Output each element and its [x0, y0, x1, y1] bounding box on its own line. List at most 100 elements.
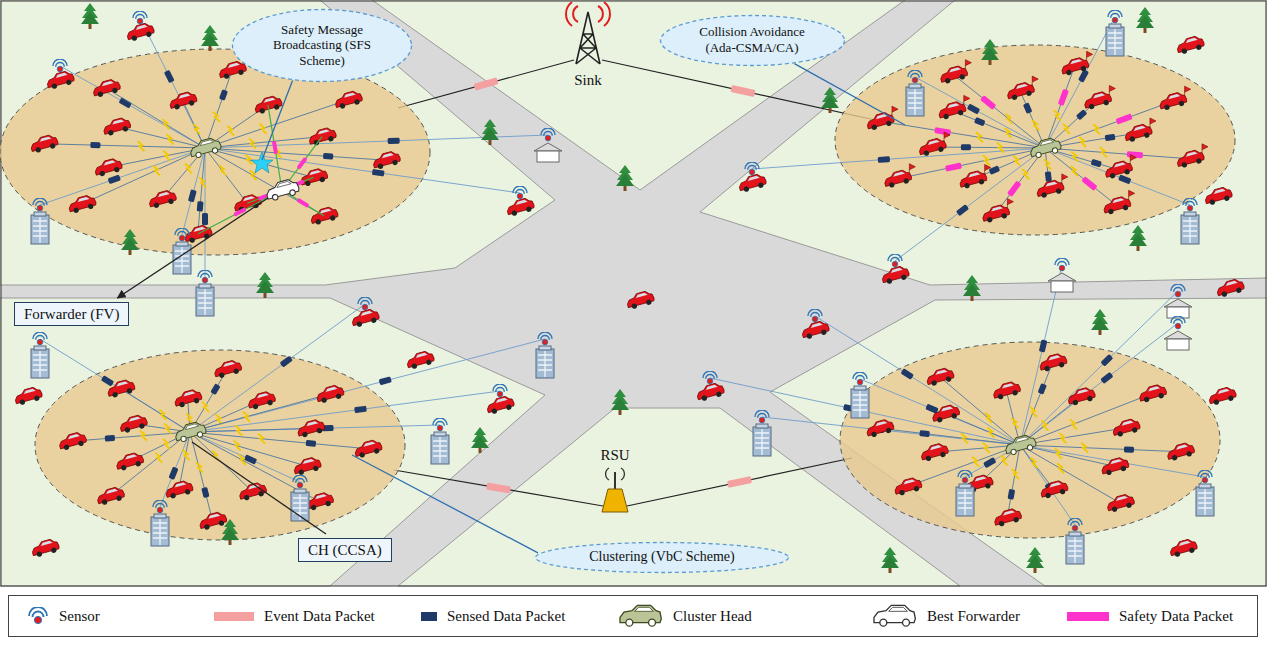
vehicle: [173, 388, 203, 409]
sensed-data-packet: [1105, 134, 1116, 142]
wireless-link: [945, 414, 1020, 445]
wireless-bolt: [196, 463, 203, 473]
callout-shape: [233, 9, 412, 81]
sensor-icon: [808, 309, 822, 322]
building-icon: [196, 284, 214, 316]
sensor-icon: [53, 59, 67, 72]
sensor-icon: [513, 186, 527, 199]
sensed-data-packet: [961, 144, 971, 150]
sensed-data-packet: [925, 404, 938, 414]
vehicle: [1104, 159, 1134, 180]
vehicle: [919, 442, 949, 463]
wireless-link: [198, 148, 205, 234]
building-icon: [31, 346, 49, 378]
warning-flag: [985, 165, 991, 174]
vehicle: [737, 173, 767, 194]
vehicle: [917, 137, 947, 158]
cluster-region: [0, 49, 430, 255]
sensed-data-packet: [244, 454, 257, 464]
tree-icon: [221, 519, 239, 545]
wireless-link: [995, 148, 1045, 214]
vehicle: [865, 418, 895, 439]
sensed-data-packet: [323, 153, 333, 160]
safety-data-packet: [272, 141, 278, 154]
legend-text: Cluster Head: [673, 608, 752, 625]
vehicle: [925, 366, 955, 387]
legend-text: Safety Data Packet: [1119, 608, 1233, 625]
wireless-bolt: [1013, 156, 1020, 166]
callout-leader: [794, 64, 905, 125]
building-icon: [1196, 484, 1214, 516]
sensed-data-packet: [1124, 446, 1134, 452]
tree-icon: [201, 25, 219, 51]
wireless-link: [1007, 445, 1020, 518]
wireless-link: [1020, 362, 1053, 445]
safety-data-packet: [297, 157, 308, 170]
vehicle: [253, 94, 283, 115]
wireless-link: [108, 148, 205, 167]
vehicle: [296, 418, 326, 439]
sensed-data-packet: [974, 117, 986, 126]
vehicle: [992, 380, 1022, 401]
label-box: Forwarder (FV): [14, 302, 129, 326]
sensor-icon: [1108, 10, 1122, 23]
tower-lattice: [576, 12, 600, 64]
sensed-data-packet: [306, 440, 317, 447]
wireless-link: [190, 432, 213, 521]
wireless-bolt: [258, 434, 265, 444]
sensed-data-packet: [919, 430, 930, 437]
wireless-link: [1045, 66, 1075, 148]
vehicle: [931, 403, 961, 424]
road-surface: [0, 0, 1267, 586]
wireless-bolt: [1030, 458, 1037, 468]
sensed-data-packet: [197, 201, 204, 211]
sensor-icon: [541, 128, 555, 141]
warning-flag: [1150, 118, 1156, 127]
broadcast-link: [268, 105, 282, 190]
sensor-link: [1045, 17, 1115, 148]
wireless-link: [908, 445, 1020, 487]
vehicle: [1111, 417, 1141, 438]
wireless-bolt: [202, 402, 209, 412]
vehicle: [1066, 386, 1096, 407]
warning-flag: [964, 95, 970, 104]
legend-icon-shape: [874, 605, 915, 626]
sensor-icon: [1171, 316, 1185, 329]
sensed-data-packet: [1100, 372, 1113, 384]
vehicle: [1035, 178, 1065, 199]
sensor-icon: [198, 270, 212, 283]
sensed-data-packet: [983, 457, 996, 468]
vehicle: [883, 168, 913, 189]
tree-icon: [1091, 309, 1109, 335]
house-icon: [534, 143, 562, 162]
wireless-bolt: [1022, 169, 1029, 179]
sensed-data-packet: [1038, 383, 1047, 395]
sensed-data-packet: [164, 70, 175, 83]
safety-data-packet: [1081, 176, 1097, 191]
sensor-link: [40, 339, 190, 432]
sink-tower: [566, 2, 610, 64]
node-text: Collision Avoidance (Ada-CSMA/CA): [688, 24, 816, 55]
wireless-bolt: [159, 410, 166, 420]
vehicle: [1215, 278, 1245, 299]
wireless-bolt: [162, 119, 169, 129]
wireless-bolt: [219, 165, 226, 175]
tower-signal: [566, 2, 610, 26]
wireless-bolt: [1071, 166, 1078, 176]
cluster-head-vehicle: [1028, 136, 1062, 159]
sensor-link: [190, 432, 300, 482]
tree-icon: [256, 272, 274, 298]
forwarder-pointer: [117, 198, 268, 298]
wireless-bolt: [259, 124, 266, 134]
sensor-link: [815, 316, 1020, 445]
callout-ellipse: Clustering (VbC Scheme): [534, 541, 790, 574]
house-icon: [1164, 331, 1192, 350]
vehicle: [993, 507, 1023, 528]
legend-swatch: [421, 612, 437, 621]
legend-text: Event Data Packet: [264, 608, 375, 625]
wireless-bolt: [138, 141, 145, 151]
wireless-bolt: [997, 143, 1004, 153]
rsu-body: [602, 489, 628, 512]
wireless-bolt: [249, 138, 256, 148]
wireless-link: [205, 70, 232, 148]
